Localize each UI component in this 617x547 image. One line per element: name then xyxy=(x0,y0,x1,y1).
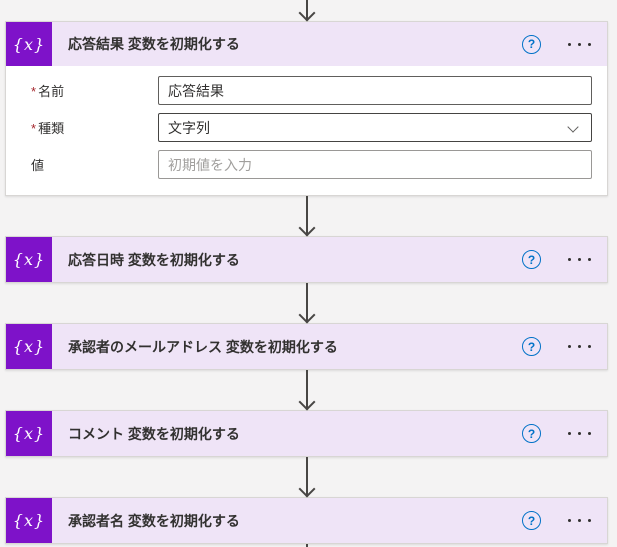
connector-arrow xyxy=(295,0,319,22)
initialize-variable-icon: {x} xyxy=(6,411,52,456)
name-input[interactable] xyxy=(158,76,592,105)
ellipsis-icon xyxy=(568,345,571,348)
action-card-body: *名前 *種類 文字列 値 xyxy=(6,66,607,195)
help-button[interactable]: ? xyxy=(522,424,541,443)
action-card-header[interactable]: {x} 応答結果 変数を初期化する ? xyxy=(6,22,607,66)
initialize-variable-icon: {x} xyxy=(6,22,52,66)
action-card-header[interactable]: {x} 承認者名 変数を初期化する ? xyxy=(6,498,607,543)
connector-line xyxy=(305,196,308,235)
help-button[interactable]: ? xyxy=(522,250,541,269)
connector-line xyxy=(305,457,308,496)
ellipsis-icon xyxy=(568,42,571,46)
initialize-variable-icon: {x} xyxy=(6,237,52,282)
type-dropdown[interactable]: 文字列 xyxy=(158,113,592,142)
action-card-header[interactable]: {x} コメント 変数を初期化する ? xyxy=(6,411,607,456)
help-icon: ? xyxy=(527,252,536,267)
connector-arrow xyxy=(295,196,319,237)
value-field-label: 値 xyxy=(31,158,45,173)
required-marker: * xyxy=(31,121,37,136)
required-marker: * xyxy=(31,84,37,99)
action-title: コメント 変数を初期化する xyxy=(68,425,240,442)
connector-line xyxy=(305,283,308,322)
connector-line xyxy=(305,0,308,20)
action-title: 承認者のメールアドレス 変数を初期化する xyxy=(68,338,338,355)
action-card-response-datetime: {x} 応答日時 変数を初期化する ? xyxy=(5,236,608,283)
action-card-header[interactable]: {x} 承認者のメールアドレス 変数を初期化する ? xyxy=(6,324,607,369)
help-icon: ? xyxy=(527,37,536,51)
connector-arrow xyxy=(295,457,319,498)
initialize-variable-icon: {x} xyxy=(6,498,52,543)
arrow-down-icon xyxy=(298,480,315,498)
action-card-header[interactable]: {x} 応答日時 変数を初期化する ? xyxy=(6,237,607,282)
connector-line xyxy=(305,544,308,547)
name-field-label: *名前 xyxy=(31,84,65,99)
arrow-down-icon xyxy=(298,393,315,411)
action-title: 応答結果 変数を初期化する xyxy=(68,36,240,52)
help-button[interactable]: ? xyxy=(522,511,541,530)
arrow-down-icon xyxy=(298,219,315,237)
arrow-down-icon xyxy=(298,306,315,324)
field-row-name: *名前 xyxy=(31,76,592,105)
more-options-button[interactable] xyxy=(566,250,593,270)
field-row-type: *種類 文字列 xyxy=(31,113,592,142)
action-card-comment: {x} コメント 変数を初期化する ? xyxy=(5,410,608,457)
ellipsis-icon xyxy=(568,519,571,522)
more-options-button[interactable] xyxy=(566,337,593,357)
help-icon: ? xyxy=(527,339,536,354)
action-title: 承認者名 変数を初期化する xyxy=(68,512,240,529)
field-row-value: 値 xyxy=(31,150,592,179)
help-button[interactable]: ? xyxy=(522,34,541,54)
more-options-button[interactable] xyxy=(566,424,593,444)
help-icon: ? xyxy=(527,513,536,528)
more-options-button[interactable] xyxy=(566,511,593,531)
help-icon: ? xyxy=(527,426,536,441)
connector-arrow xyxy=(295,283,319,324)
help-button[interactable]: ? xyxy=(522,337,541,356)
connector-arrow xyxy=(295,370,319,411)
action-card-response-result: {x} 応答結果 変数を初期化する ? *名前 *種類 xyxy=(5,21,608,196)
ellipsis-icon xyxy=(568,432,571,435)
more-options-button[interactable] xyxy=(566,34,593,54)
arrow-down-icon xyxy=(298,4,315,22)
chevron-down-icon xyxy=(568,122,579,133)
type-dropdown-value: 文字列 xyxy=(168,119,210,136)
action-card-approver-name: {x} 承認者名 変数を初期化する ? xyxy=(5,497,608,544)
action-title: 応答日時 変数を初期化する xyxy=(68,251,240,268)
initialize-variable-icon: {x} xyxy=(6,324,52,369)
action-card-approver-email: {x} 承認者のメールアドレス 変数を初期化する ? xyxy=(5,323,608,370)
connector-line xyxy=(305,370,308,409)
value-input[interactable] xyxy=(158,150,592,179)
ellipsis-icon xyxy=(568,258,571,261)
type-field-label: *種類 xyxy=(31,121,65,136)
connector-line-tail xyxy=(295,544,319,547)
